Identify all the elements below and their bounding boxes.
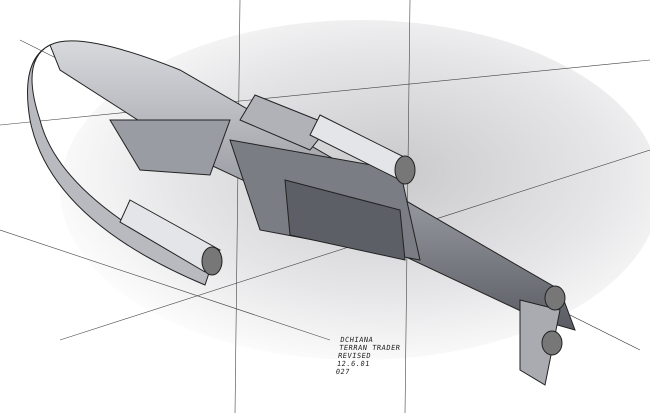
caption-number: 027 — [335, 368, 351, 376]
caption-ship-name: DCHIANA — [339, 336, 374, 344]
designer-caption: DCHIANA TERRAN TRADER REVISED 12.6.01 02… — [335, 336, 402, 376]
ship-body — [27, 40, 576, 386]
caption-title: TERRAN TRADER — [338, 344, 401, 352]
engine-nacelles — [119, 114, 566, 356]
caption-status: REVISED — [337, 352, 372, 360]
caption-date: 12.6.01 — [336, 360, 371, 368]
